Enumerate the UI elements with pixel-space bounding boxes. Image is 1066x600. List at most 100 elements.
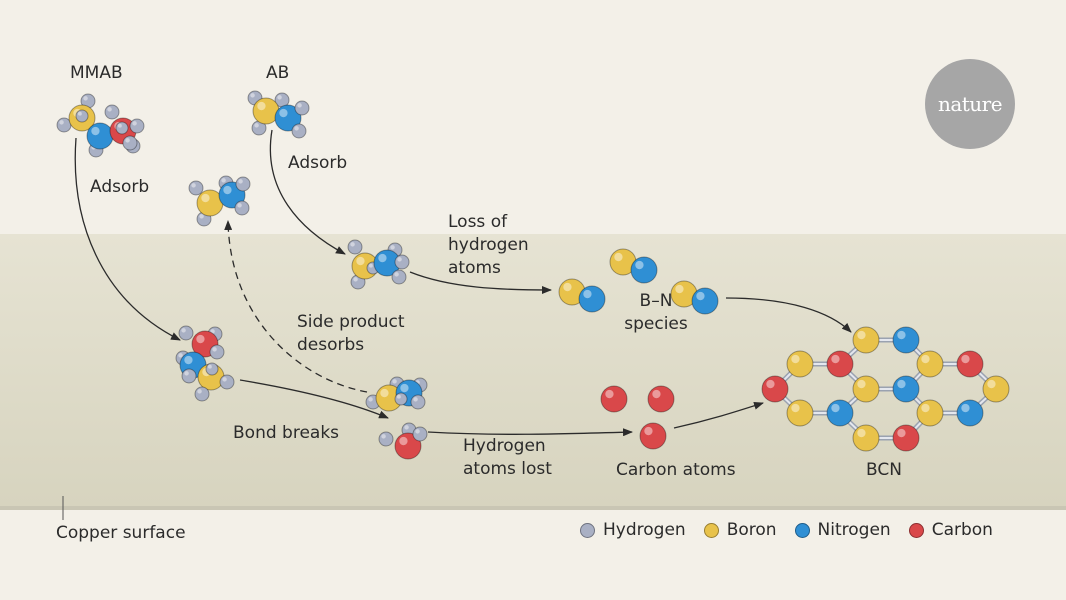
hydrogen-atom	[378, 431, 394, 447]
hydrogen-atom	[104, 104, 120, 120]
label-side-product-desorbs: Side product desorbs	[297, 312, 405, 355]
hydrogen-atom	[347, 239, 363, 255]
hydrogen-atom-highlight	[178, 353, 183, 358]
hydrogen-atom	[209, 344, 225, 360]
hydrogen-atom-highlight	[396, 394, 401, 399]
label-carbon-atoms: Carbon atoms	[616, 460, 736, 480]
hydrogen-atom-highlight	[197, 389, 202, 394]
hydrogen-atom-highlight	[238, 179, 243, 184]
boron-atom-highlight	[857, 428, 866, 438]
hydrogen-atom-highlight	[294, 126, 299, 131]
hydrogen-atom-highlight	[392, 379, 397, 384]
boron-atom-highlight	[857, 379, 866, 389]
hydrogen-atom-highlight	[181, 328, 186, 333]
arrow-ab-adsorb	[269, 129, 346, 255]
boron-atom	[916, 350, 944, 378]
hydrogen-atom-highlight	[250, 93, 255, 98]
label-bond-breaks: Bond breaks	[233, 423, 340, 443]
boron-atom-highlight	[356, 256, 365, 266]
hydrogen-atom-highlight	[77, 111, 82, 116]
arrow-hydrogen-loss	[409, 271, 552, 294]
bcn-lattice	[761, 326, 1010, 452]
nitrogen-atom-highlight	[400, 383, 409, 393]
nitrogen-atom	[630, 256, 658, 284]
carbon-atom-highlight	[766, 379, 775, 389]
legend-label-nitrogen: Nitrogen	[817, 520, 891, 540]
nitrogen-atom-highlight	[184, 355, 193, 365]
hydrogen-atom-highlight	[415, 429, 420, 434]
arrow-mmab-adsorb	[74, 137, 181, 341]
nitrogen-atom	[892, 326, 920, 354]
hydrogen-atom-highlight	[222, 377, 227, 382]
carbon-atom-highlight	[196, 334, 205, 344]
nitrogen-atom	[274, 104, 302, 132]
boron-atom-highlight	[857, 330, 866, 340]
carbon-atom	[826, 350, 854, 378]
hydrogen-atom-highlight	[237, 203, 242, 208]
hydrogen-atom	[412, 426, 428, 442]
hydrogen-atom-highlight	[212, 347, 217, 352]
mmab-adsorbed-molecule	[175, 325, 235, 402]
hydrogen-atom	[122, 135, 138, 151]
bn-species-molecules	[558, 248, 719, 315]
hydrogen-atom	[75, 109, 89, 123]
hydrogen-atom-highlight	[413, 397, 418, 402]
hydrogen-atom-highlight	[297, 103, 302, 108]
hydrogen-atom-highlight	[221, 178, 226, 183]
carbon-atom	[639, 422, 667, 450]
hydrogen-atom	[219, 374, 235, 390]
nitrogen-swatch-icon	[794, 522, 810, 538]
hydrogen-atom-highlight	[353, 277, 358, 282]
carbon-atom-highlight	[961, 354, 970, 364]
boron-atom	[852, 375, 880, 403]
hydrogen-atom	[291, 123, 307, 139]
hydrogen-swatch-icon	[580, 522, 595, 538]
carbon-atom	[394, 432, 422, 460]
hydrogen-atom-highlight	[59, 120, 64, 125]
hydrogen-atom-highlight	[390, 245, 395, 250]
carbon-atom	[956, 350, 984, 378]
boron-atom	[786, 399, 814, 427]
hydrogen-atom-highlight	[184, 371, 189, 376]
hydrogen-atom-highlight	[381, 434, 386, 439]
boron-atom-highlight	[563, 282, 572, 292]
nitrogen-atom-highlight	[696, 291, 705, 301]
hydrogen-atom-highlight	[277, 95, 282, 100]
nitrogen-atom	[86, 122, 114, 150]
carbon-atom-highlight	[831, 354, 840, 364]
hydrogen-atom-highlight	[207, 364, 212, 369]
label-loss-of-hydrogen-atoms: Loss of hydrogen atoms	[448, 212, 529, 278]
side-product-surface-molecule	[365, 376, 428, 412]
boron-atom-highlight	[987, 379, 996, 389]
nature-logo-text: nature	[937, 92, 1003, 116]
hydrogen-atom	[56, 117, 72, 133]
arrow-bond-breaks	[239, 379, 389, 419]
carbon-swatch-icon	[908, 522, 924, 538]
carbon-atoms	[600, 385, 675, 450]
nitrogen-atom-highlight	[279, 108, 288, 118]
boron-atom-highlight	[921, 403, 930, 413]
hydrogen-atom	[391, 269, 407, 285]
label-mmab: MMAB	[70, 63, 123, 83]
hydrogen-atom	[394, 392, 408, 406]
hydrogen-atom-highlight	[199, 214, 204, 219]
label-bcn: BCN	[866, 460, 902, 480]
label-adsorb-left: Adsorb	[90, 177, 150, 197]
nitrogen-atom-highlight	[378, 253, 387, 263]
nitrogen-atom	[892, 375, 920, 403]
nitrogen-atom	[956, 399, 984, 427]
hydrogen-atom-highlight	[394, 272, 399, 277]
boron-atom-highlight	[257, 101, 266, 111]
hydrogen-atom	[181, 368, 197, 384]
hydrogen-atom-highlight	[368, 397, 373, 402]
boron-atom-highlight	[791, 403, 800, 413]
boron-atom-highlight	[201, 193, 210, 203]
nitrogen-atom-highlight	[961, 403, 970, 413]
arrow-side-product-desorbs	[224, 220, 368, 393]
nitrogen-atom-highlight	[223, 185, 232, 195]
nature-logo: nature	[925, 59, 1015, 149]
hydrogen-atom-highlight	[368, 263, 373, 268]
mmab-molecule	[56, 93, 145, 158]
hydrogen-atom-highlight	[210, 329, 215, 334]
legend-item-nitrogen: Nitrogen	[794, 520, 891, 540]
